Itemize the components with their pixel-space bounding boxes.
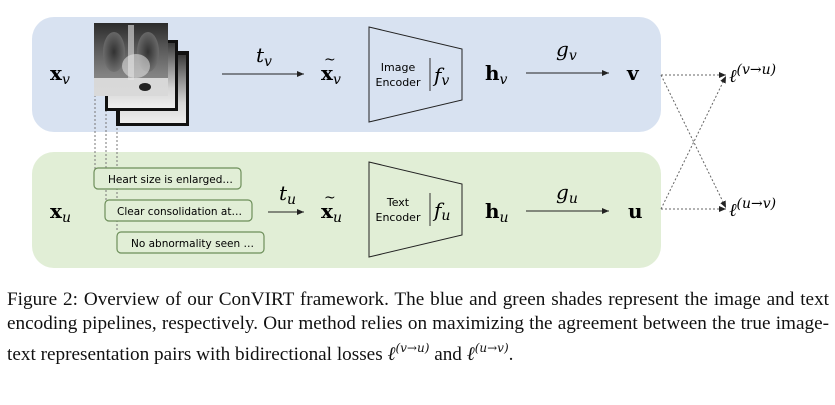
text-augmented-tilde: ~	[324, 190, 336, 206]
report-item-3: No abnormality seen …	[116, 231, 265, 254]
caption-and: and	[429, 344, 467, 365]
caption-loss1: ℓ	[387, 342, 396, 365]
image-augmented-tilde: ~	[324, 52, 336, 68]
image-encoder-line2: Encoder	[376, 76, 421, 89]
text-output-label: u	[628, 199, 643, 223]
text-encoder-block	[368, 161, 463, 258]
caption-body: Overview of our ConVIRT framework. The b…	[7, 289, 830, 365]
loss-connectors	[660, 72, 727, 212]
loss-u-to-v: ℓ(u→v)	[729, 196, 776, 221]
figure-caption: Figure 2: Overview of our ConVIRT framew…	[7, 288, 829, 367]
loss-v-to-u: ℓ(v→u)	[729, 62, 776, 87]
image-encoder-line1: Image	[381, 61, 416, 74]
image-encoder-block	[368, 26, 463, 123]
convirt-diagram: xv tv xv ~ Image Encoder fv hv gv v xu H…	[32, 17, 776, 268]
xray-image-stack	[94, 23, 189, 126]
svg-text:Clear consolidation at…: Clear consolidation at…	[117, 206, 242, 218]
svg-text:No abnormality seen …: No abnormality seen …	[131, 238, 254, 250]
caption-prefix: Figure 2:	[7, 289, 78, 310]
image-output-label: v	[626, 61, 640, 85]
text-encoder-line2: Encoder	[376, 211, 421, 224]
text-encoder-line1: Text	[386, 196, 410, 209]
report-stack: Heart size is enlarged… Clear consolidat…	[93, 167, 265, 254]
caption-loss2: ℓ	[466, 342, 475, 365]
caption-end: .	[508, 344, 514, 365]
xray-image-1	[94, 23, 168, 96]
caption-loss2-sup: (u→v)	[474, 341, 509, 355]
report-item-2: Clear consolidation at…	[104, 199, 253, 222]
report-item-1: Heart size is enlarged…	[93, 167, 242, 190]
svg-text:Heart size is enlarged…: Heart size is enlarged…	[108, 174, 233, 186]
caption-loss1-sup: (v→u)	[395, 341, 430, 355]
image-pipeline-panel	[32, 17, 661, 132]
